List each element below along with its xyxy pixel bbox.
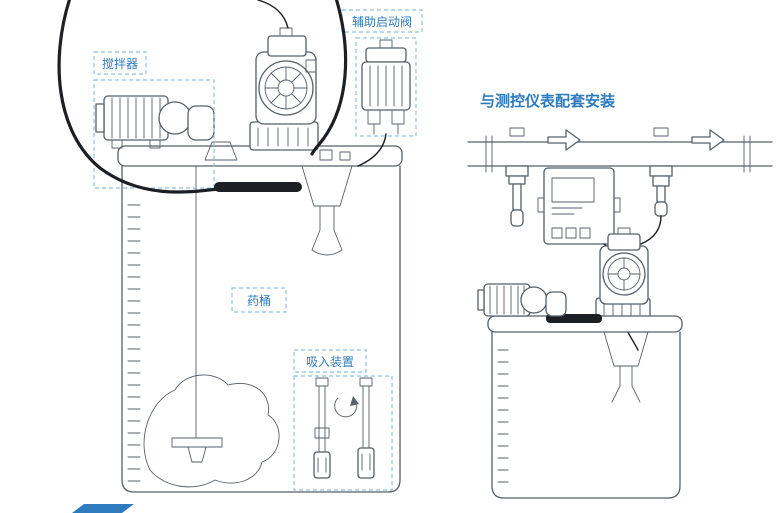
suction-outline-box bbox=[293, 375, 393, 491]
pump-dial bbox=[258, 60, 314, 116]
aux-start-valve bbox=[357, 39, 411, 167]
suction-devices bbox=[313, 377, 375, 479]
pump-vent-tube bbox=[257, 0, 289, 29]
mixer-label: 搅拌器 bbox=[102, 56, 138, 71]
mixer-outline-box bbox=[93, 79, 215, 189]
tank-right bbox=[487, 314, 683, 499]
dosing-pump bbox=[249, 0, 319, 151]
controller-terminal bbox=[551, 227, 563, 239]
chemical-tank bbox=[117, 145, 403, 493]
valve-port bbox=[391, 109, 405, 125]
controller-housing bbox=[543, 167, 615, 245]
agitator-motor-right bbox=[477, 283, 567, 317]
left-diagram: 搅拌器 辅助启动阀 药桶 吸入装置 bbox=[57, 0, 423, 493]
sensor-left bbox=[505, 127, 529, 227]
valve-port bbox=[367, 109, 381, 125]
injection-bar bbox=[214, 182, 302, 192]
sensor-cable bbox=[640, 215, 662, 245]
right-heading: 与测控仪表配套安装 bbox=[480, 92, 616, 110]
flow-arrow bbox=[691, 129, 725, 151]
valve-outline-box bbox=[355, 37, 417, 137]
controller bbox=[537, 167, 622, 251]
controller-terminal bbox=[565, 227, 577, 239]
valve-knob bbox=[379, 39, 393, 49]
motor-end-cap bbox=[95, 103, 105, 133]
pump-side-fitting bbox=[305, 59, 317, 73]
liquid-splash-outline bbox=[143, 374, 280, 488]
suction-label-box bbox=[293, 349, 367, 373]
pump-head bbox=[267, 35, 307, 57]
agitator-shaft bbox=[143, 165, 280, 488]
callouts-left: 搅拌器 辅助启动阀 药桶 吸入装置 bbox=[93, 9, 423, 491]
injection-funnel-right bbox=[603, 331, 649, 403]
coupled-pump bbox=[187, 105, 215, 141]
valve-label: 辅助启动阀 bbox=[352, 15, 412, 29]
agitator-motor bbox=[95, 95, 238, 161]
rotation-arrow bbox=[334, 397, 358, 418]
sensor-right bbox=[640, 127, 673, 245]
controller-display bbox=[551, 177, 595, 203]
process-pipe bbox=[467, 129, 773, 173]
rotation-arrowhead bbox=[350, 396, 359, 406]
pump-dial bbox=[602, 252, 646, 296]
pump-head-fitting bbox=[279, 27, 293, 37]
pump-head-fitting bbox=[617, 227, 631, 235]
injection-funnel bbox=[301, 165, 353, 256]
dosing-hose bbox=[57, 0, 348, 194]
lid-fitting bbox=[319, 149, 333, 161]
pump-head bbox=[607, 233, 641, 251]
flow-arrow bbox=[547, 129, 581, 151]
tank-level-scale bbox=[127, 204, 141, 482]
suction-label: 吸入装置 bbox=[306, 355, 354, 369]
tank-label-box bbox=[231, 287, 287, 313]
valve-tube bbox=[357, 133, 387, 167]
pump-bracket bbox=[204, 141, 238, 161]
suction-probe-1 bbox=[313, 377, 331, 479]
mixer-label-box bbox=[93, 51, 147, 75]
suction-probe-2 bbox=[357, 377, 375, 479]
controller-terminal bbox=[579, 227, 591, 239]
valve-cap bbox=[365, 47, 407, 63]
motor-bell bbox=[158, 101, 192, 135]
tank-label: 药桶 bbox=[247, 293, 271, 308]
footer-accent-shape bbox=[72, 504, 134, 513]
lid-fitting bbox=[339, 151, 351, 161]
right-diagram: 与测控仪表配套安装 bbox=[467, 92, 773, 499]
